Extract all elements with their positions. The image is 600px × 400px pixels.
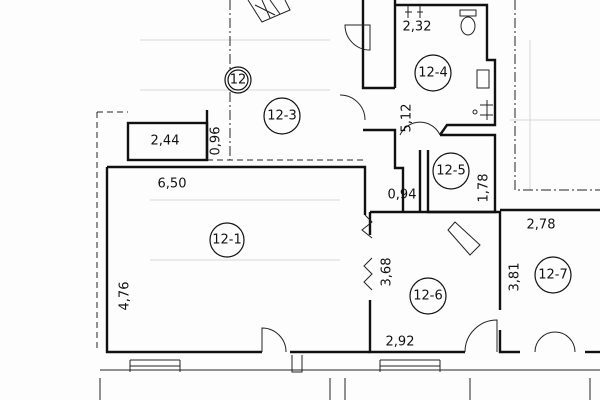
room-label: 12-6 [413,289,443,304]
dim-2-92: 2,92 [386,335,415,350]
doors [261,24,576,353]
dim-0-94: 0,94 [388,188,417,203]
dim-3-68: 3,68 [380,258,395,287]
dim-2-78: 2,78 [527,218,556,233]
dim-0-96: 0,96 [209,127,224,156]
room-label: 12-1 [212,233,242,248]
room-tag-12-3: 12-3 [263,97,301,135]
room-label: 12-5 [436,164,466,179]
dim-2-32: 2,32 [403,20,432,35]
unit-tag: 12 [224,66,252,94]
boundary-lines [96,0,600,352]
room-tag-12-6: 12-6 [409,277,447,315]
room-tag-12-1: 12-1 [209,222,245,258]
room-label: 12-4 [418,66,448,81]
stair-fragment [247,0,291,23]
room-label: 12-7 [538,268,568,283]
room-tag-12-4: 12-4 [414,54,452,92]
windows [99,355,600,400]
room-label: 12-3 [267,109,297,124]
dim-4-76: 4,76 [118,282,133,311]
dimension-labels: 2,32 2,44 0,96 5,12 6,50 0,94 1,78 2,78 … [118,20,556,350]
fixtures [405,5,493,120]
sink-icon [476,69,490,89]
dim-2-44: 2,44 [151,134,180,149]
dim-1-78: 1,78 [477,174,492,203]
room-tag-12-7: 12-7 [534,256,572,294]
room-tag-12-5: 12-5 [432,152,470,190]
toilet-icon [459,9,477,17]
dim-3-81: 3,81 [508,263,523,292]
dim-5-12: 5,12 [400,104,415,133]
walls [105,0,600,354]
unit-tag-label: 12 [230,73,247,88]
dim-6-50: 6,50 [158,177,187,192]
